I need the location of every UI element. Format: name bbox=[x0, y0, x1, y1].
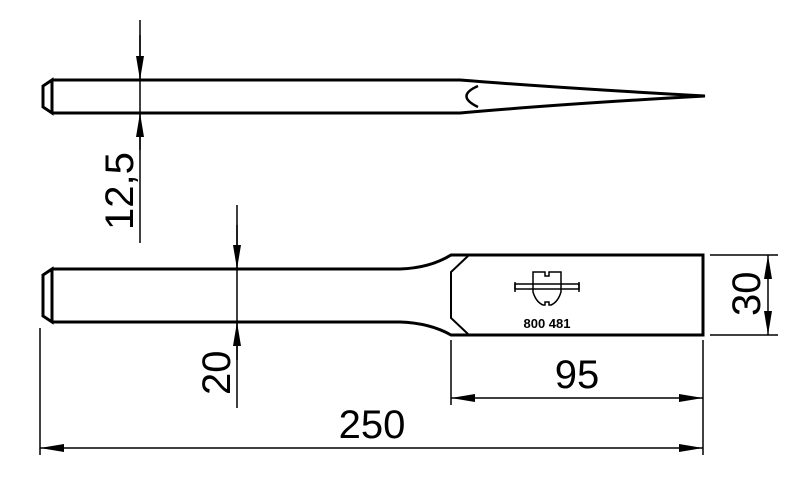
flat-chisel-outline bbox=[41, 253, 705, 337]
dimension-label-95: 95 bbox=[555, 353, 600, 397]
dimension-label-30: 30 bbox=[725, 272, 769, 317]
dimension-12-5: 12,5 bbox=[98, 20, 144, 243]
blade-logo bbox=[514, 271, 580, 306]
dimension-250: 250 bbox=[39, 328, 703, 455]
point-chisel-outline bbox=[41, 77, 706, 116]
dimension-label-250: 250 bbox=[339, 403, 406, 447]
dimension-95: 95 bbox=[450, 340, 704, 455]
blade-marking: 800 481 bbox=[524, 316, 571, 331]
dimension-label-20: 20 bbox=[195, 351, 239, 396]
dimension-20: 20 bbox=[195, 205, 241, 408]
dimension-30: 30 bbox=[710, 254, 778, 336]
dimension-label-12-5: 12,5 bbox=[98, 152, 142, 230]
